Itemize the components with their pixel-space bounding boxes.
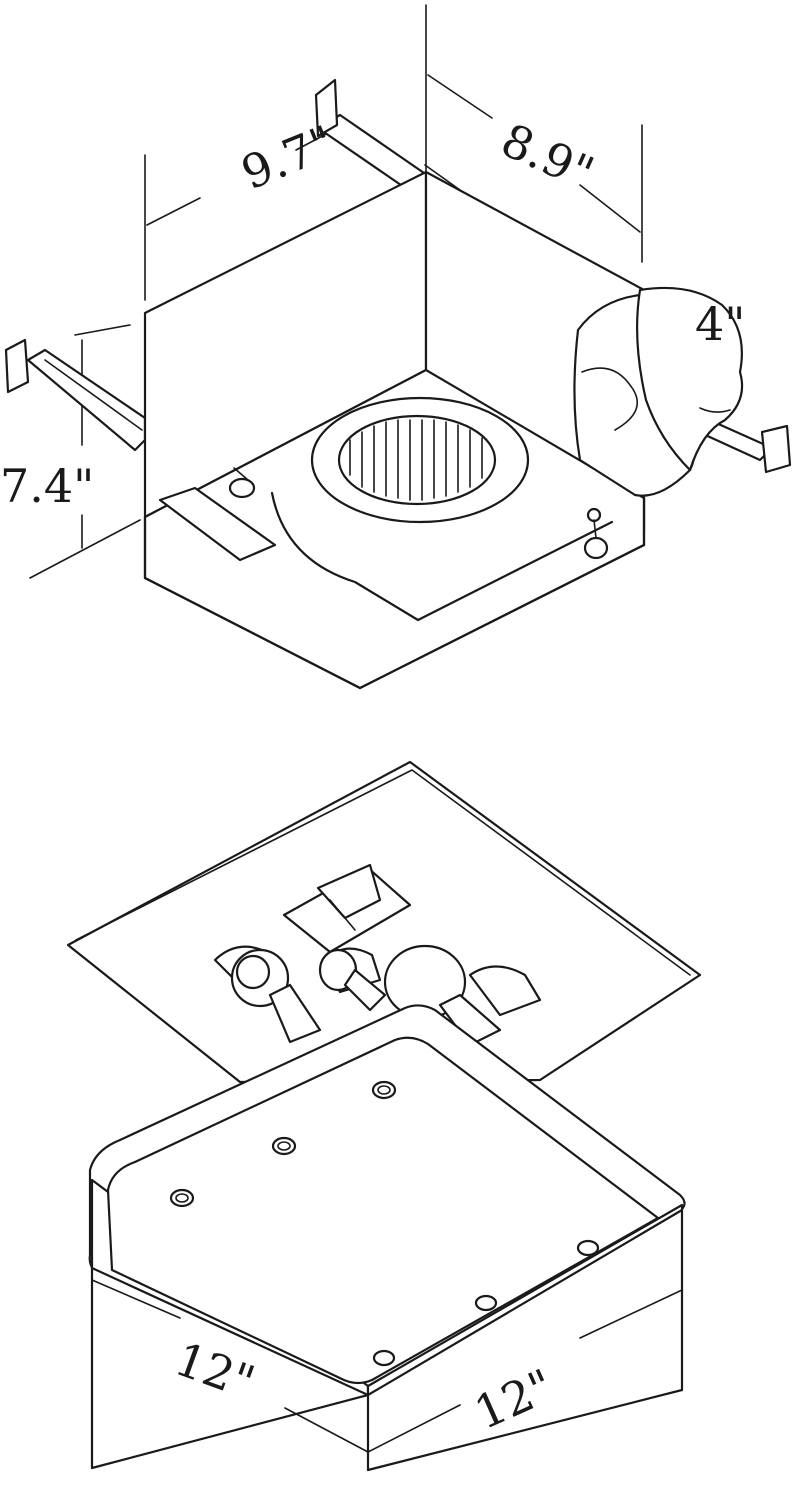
mounting-rail-left — [4, 338, 147, 452]
blower-blades — [349, 419, 483, 501]
blower-wheel — [310, 396, 530, 524]
housing-width-label: 9.7" — [234, 115, 342, 200]
duct-size-label: 4" — [695, 297, 745, 351]
grille-assembly: 12" 12" — [66, 760, 702, 1472]
housing-height-label: 7.4" — [0, 459, 94, 513]
housing-screw-right — [583, 507, 609, 560]
housing-depth-label: 8.9" — [494, 113, 602, 201]
light-mounting-plate — [66, 760, 702, 1084]
grille-dimension-lines — [91, 1279, 683, 1453]
fan-housing: 9.7" 8.9" 7.4" 4" — [0, 4, 792, 690]
light-bulb-small — [230, 948, 322, 1044]
grille-cover — [88, 1004, 686, 1472]
housing-screw-left — [228, 467, 256, 499]
duct-collar — [573, 286, 744, 497]
grille-holes — [169, 1080, 600, 1367]
light-bulb-large — [383, 944, 502, 1047]
light-bulb-center — [318, 948, 387, 1012]
